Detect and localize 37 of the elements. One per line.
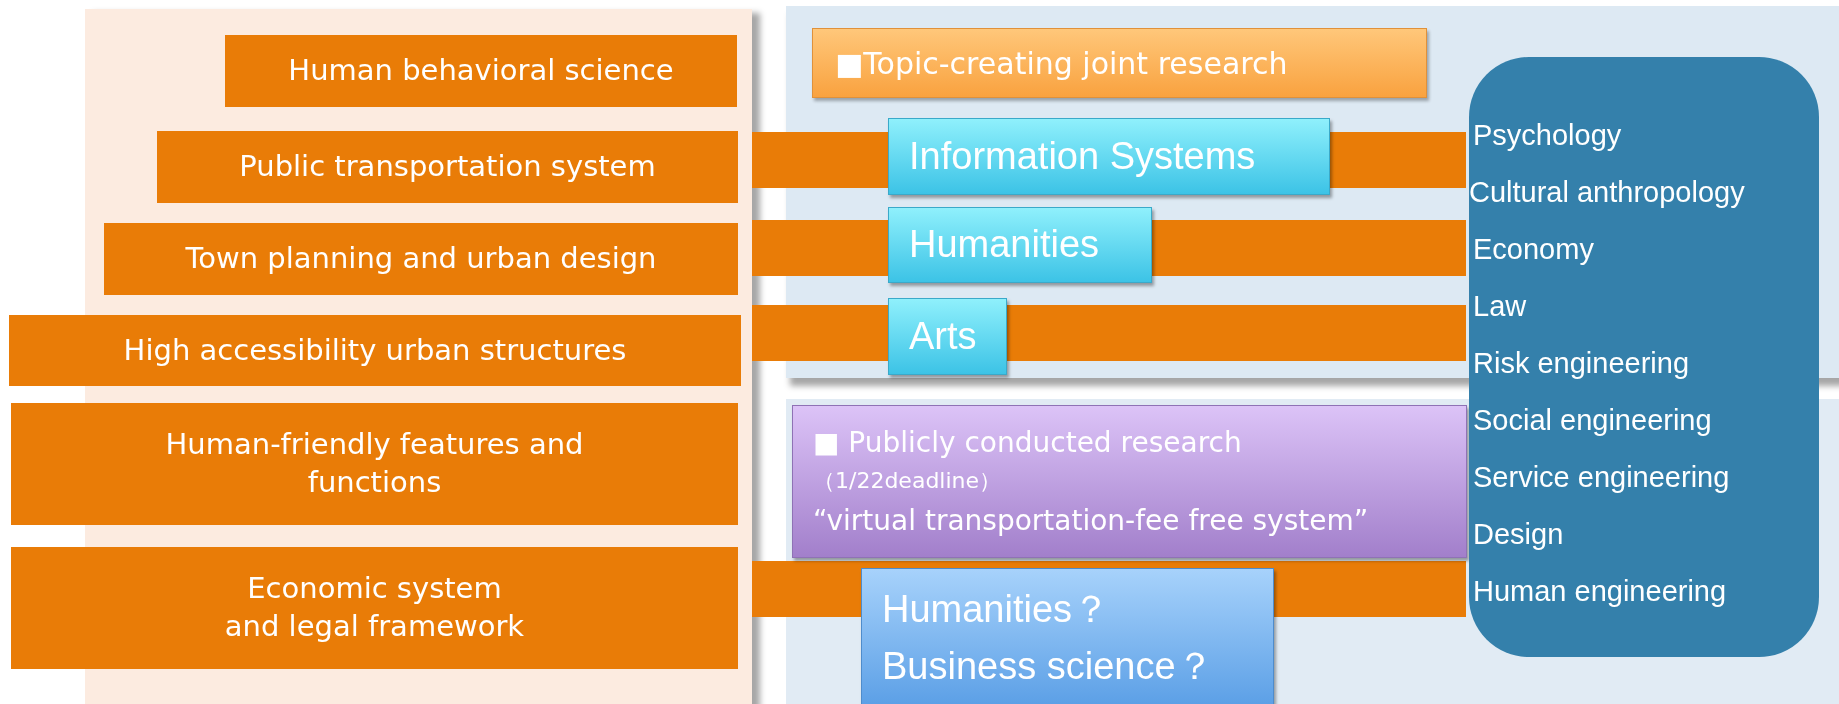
- topic-box: [11, 547, 738, 669]
- node-text: Human-friendly features and functions: [164, 426, 585, 501]
- node-text: Business science？: [882, 644, 1214, 689]
- topic-box: [157, 131, 738, 203]
- node-text: Economic system and legal framework: [223, 570, 526, 645]
- node-text: Arts: [909, 313, 978, 359]
- node-text: Human behavioral science: [287, 52, 675, 90]
- topic-box: [104, 223, 738, 295]
- node-text: Risk engineering: [1473, 346, 1689, 381]
- research-box: [792, 405, 1467, 558]
- node-text: Humanities: [909, 222, 1101, 268]
- node-text: Information Systems: [909, 133, 1257, 179]
- node-text: Cultural anthropology: [1469, 175, 1745, 210]
- node-text: Design: [1473, 517, 1564, 552]
- node-text: （1/22deadline）: [813, 467, 1002, 496]
- node-text: Human engineering: [1473, 574, 1727, 609]
- node-text: Public transportation system: [238, 148, 657, 186]
- topic-box: [9, 315, 741, 386]
- node-text: Town planning and urban design: [184, 240, 658, 278]
- topic-box: [225, 35, 737, 107]
- node-text: Social engineering: [1473, 403, 1712, 438]
- node-text: Service engineering: [1473, 460, 1730, 495]
- field-box: [888, 207, 1152, 283]
- node-text: Humanities？: [882, 586, 1111, 632]
- node-text: Economy: [1473, 232, 1594, 267]
- node-text: “virtual transportation-fee free system”: [813, 502, 1369, 539]
- field-box: [888, 298, 1007, 375]
- discipline-list-box: [1469, 57, 1819, 657]
- node-text: ■ Publicly conducted research: [813, 425, 1242, 462]
- field-box: [861, 568, 1274, 704]
- field-box: [888, 118, 1330, 195]
- node-text: High accessibility urban structures: [122, 331, 628, 369]
- heading-box: [812, 28, 1427, 98]
- node-text: ■Topic-creating joint research: [835, 44, 1289, 83]
- topic-box: [11, 403, 738, 525]
- node-text: Law: [1473, 289, 1527, 324]
- node-text: Psychology: [1473, 118, 1622, 153]
